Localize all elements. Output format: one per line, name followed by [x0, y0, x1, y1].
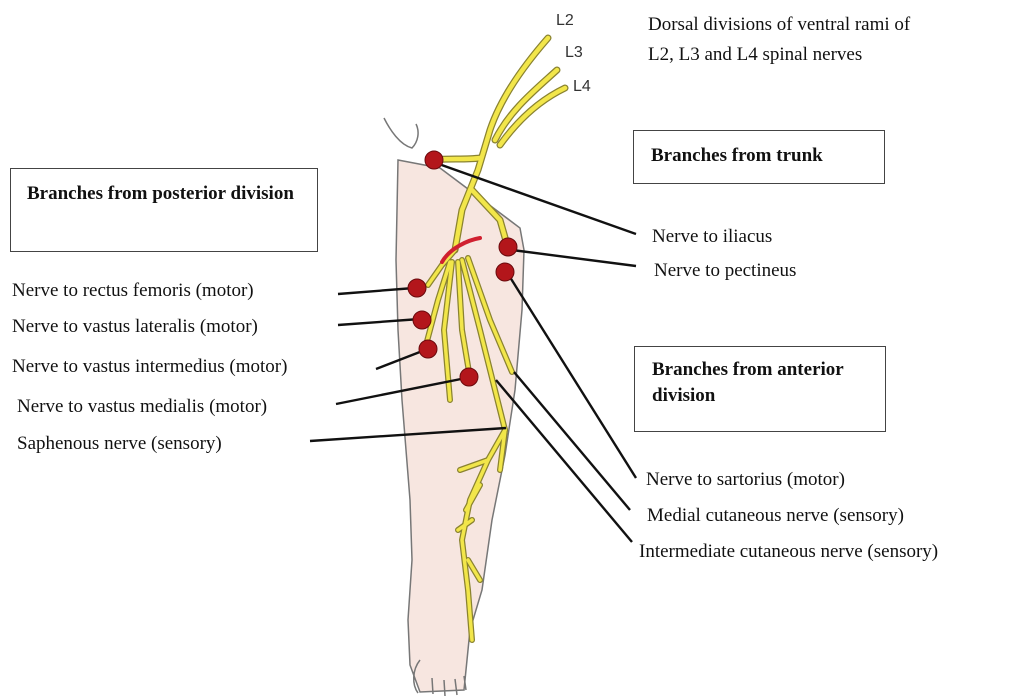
caption-line-2: L2, L3 and L4 spinal nerves: [648, 44, 862, 66]
label-saphenous-nerve: Saphenous nerve (sensory): [17, 433, 222, 455]
box-anterior-title: Branches from anterior division: [652, 357, 880, 409]
box-posterior-title: Branches from posterior division: [27, 181, 307, 207]
label-nerve-to-pectineus: Nerve to pectineus: [654, 260, 796, 282]
leader-pectineus: [512, 250, 636, 266]
point-rectus-femoris: [408, 279, 426, 297]
box-branches-from-posterior: Branches from posterior division: [10, 168, 318, 252]
label-nerve-to-vastus-medialis: Nerve to vastus medialis (motor): [17, 396, 267, 418]
root-label-l3: L3: [565, 44, 583, 62]
label-nerve-to-iliacus: Nerve to iliacus: [652, 226, 772, 248]
root-label-l2: L2: [556, 12, 574, 30]
box-trunk-title: Branches from trunk: [651, 143, 823, 169]
point-vastus-intermedius: [419, 340, 437, 358]
leader-sartorius: [508, 274, 636, 478]
point-vastus-lateralis: [413, 311, 431, 329]
point-vastus-medialis: [460, 368, 478, 386]
point-pectineus: [499, 238, 517, 256]
box-branches-from-anterior: Branches from anterior division: [634, 346, 886, 432]
leader-intermediate-cutaneous: [496, 380, 632, 542]
caption-line-1: Dorsal divisions of ventral rami of: [648, 14, 910, 36]
label-nerve-to-vastus-intermedius: Nerve to vastus intermedius (motor): [12, 356, 287, 378]
label-nerve-to-rectus-femoris: Nerve to rectus femoris (motor): [12, 280, 254, 302]
hip-contour: [384, 118, 418, 148]
label-nerve-to-sartorius: Nerve to sartorius (motor): [646, 469, 845, 491]
point-sartorius: [496, 263, 514, 281]
label-medial-cutaneous-nerve: Medial cutaneous nerve (sensory): [647, 505, 904, 527]
point-iliacus: [425, 151, 443, 169]
label-nerve-to-vastus-lateralis: Nerve to vastus lateralis (motor): [12, 316, 258, 338]
root-label-l4: L4: [573, 78, 591, 96]
box-branches-from-trunk: Branches from trunk: [633, 130, 885, 184]
label-intermediate-cutaneous-nerve: Intermediate cutaneous nerve (sensory): [639, 541, 938, 563]
